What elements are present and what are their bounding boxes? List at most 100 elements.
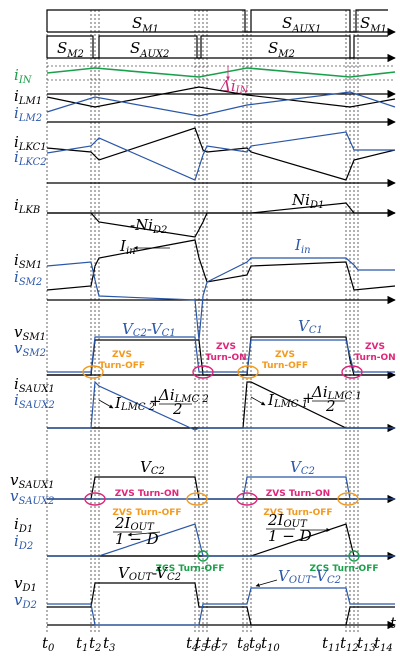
svg-text:vSAUX2: vSAUX2	[10, 487, 54, 507]
iin-row: ΔiIN iIN	[14, 65, 396, 99]
vsm2-waveform	[47, 336, 395, 373]
svg-text:+: +	[302, 389, 315, 407]
zvs-turn-on-marker-1	[192, 365, 214, 379]
id-row: 2IOUT 1 − D 2IOUT 1 − D ZCS Turn-OFF ZCS…	[14, 511, 396, 574]
svg-text:Iin: Iin	[119, 237, 136, 257]
svg-text:iSAUX2: iSAUX2	[14, 391, 55, 411]
zvs-turn-off-marker-1	[82, 365, 104, 379]
svg-text:ZVS: ZVS	[365, 342, 385, 352]
svg-text:ILMC 2: ILMC 2	[114, 394, 155, 413]
iin-waveform	[46, 67, 396, 78]
svg-text:NiD1: NiD1	[291, 191, 324, 211]
svg-text:ZVS: ZVS	[275, 350, 295, 360]
isaux-row: ILMC 2 + ΔiLMC 2 2 ILMC 1 + ΔiLMC 1 2 iS…	[14, 375, 396, 433]
svg-text:SM2: SM2	[268, 39, 295, 60]
vsm-row: VC2-VC1 VC1 vSM1 vSM2 ZVS Turn-OFF ZVS T…	[14, 317, 396, 380]
svg-text:2: 2	[172, 400, 183, 418]
gate-labels: SM1 SAUX1 SM1 SM2 SAUX2 SM2	[57, 14, 387, 60]
vd1-waveform	[47, 582, 395, 626]
ilkc1-waveform	[46, 127, 396, 181]
svg-text:SM2: SM2	[57, 39, 84, 60]
svg-text:SAUX1: SAUX1	[282, 14, 321, 35]
svg-text:t10: t10	[261, 634, 280, 654]
ilm1-waveform	[46, 86, 396, 108]
svg-text:2IOUT: 2IOUT	[114, 514, 155, 533]
zvs-turn-off-marker-3	[186, 492, 208, 506]
svg-text:t14: t14	[374, 634, 393, 654]
svg-text:t6: t6	[205, 634, 218, 654]
svg-text:vSAUX1: vSAUX1	[10, 471, 54, 491]
ism1-waveform	[46, 239, 396, 291]
svg-text:ILMC 1: ILMC 1	[267, 391, 308, 410]
svg-text:vD1: vD1	[14, 574, 37, 594]
svg-text:ZVS Turn-ON: ZVS Turn-ON	[115, 489, 179, 499]
svg-text:Turn-ON: Turn-ON	[205, 353, 246, 363]
svg-text:ZVS: ZVS	[112, 350, 132, 360]
svg-text:ZVS Turn-ON: ZVS Turn-ON	[266, 489, 330, 499]
svg-text:t13: t13	[357, 634, 376, 654]
svg-text:VOUT-VC2: VOUT-VC2	[278, 567, 341, 586]
svg-text:VC2: VC2	[140, 458, 165, 477]
svg-text:t1: t1	[76, 634, 88, 654]
zvs-turn-off-marker-2	[237, 365, 259, 379]
svg-text:iSM2: iSM2	[14, 268, 42, 288]
svg-text:t5: t5	[195, 634, 207, 654]
svg-text:t2: t2	[89, 634, 101, 654]
svg-text:VC2-VC1: VC2-VC1	[122, 320, 176, 339]
svg-text:ZVS: ZVS	[216, 342, 236, 352]
ilm2-waveform	[46, 91, 396, 117]
svg-text:ZCS Turn-OFF: ZCS Turn-OFF	[156, 564, 225, 574]
svg-text:iD2: iD2	[14, 532, 33, 552]
svg-text:iLKC1: iLKC1	[14, 133, 47, 153]
svg-text:t11: t11	[322, 634, 341, 654]
svg-text:VOUT-VC2: VOUT-VC2	[118, 564, 181, 583]
svg-text:VC2: VC2	[290, 458, 315, 477]
svg-text:iSAUX1: iSAUX1	[14, 375, 55, 395]
svg-text:+: +	[149, 392, 162, 410]
ilkc2-waveform	[46, 131, 395, 181]
svg-text:t: t	[390, 614, 397, 632]
svg-text:iLM2: iLM2	[14, 104, 42, 124]
isaux2-waveform	[47, 380, 395, 431]
svg-text:1 − D: 1 − D	[268, 527, 312, 545]
zcs-turn-off-marker-2	[348, 550, 360, 562]
zvs-turn-on-marker-2	[341, 365, 363, 379]
svg-text:2IOUT: 2IOUT	[267, 511, 308, 530]
svg-text:t8: t8	[237, 634, 249, 654]
svg-text:iLM1: iLM1	[14, 87, 42, 107]
svg-text:vSM2: vSM2	[14, 339, 46, 359]
ilkb-waveform	[47, 202, 395, 238]
svg-text:1 − D: 1 − D	[115, 530, 159, 548]
svg-text:t0: t0	[42, 634, 55, 654]
svg-text:2: 2	[325, 397, 336, 415]
svg-text:ΔiLMC 1: ΔiLMC 1	[311, 383, 362, 402]
svg-text:iSM1: iSM1	[14, 251, 42, 271]
zvs-turn-on-marker-4	[236, 492, 258, 506]
svg-text:VC1: VC1	[298, 317, 323, 336]
svg-text:SM1: SM1	[360, 14, 387, 35]
ilkc-row: iLKC1 iLKC2	[14, 127, 396, 188]
svg-text:Turn-OFF: Turn-OFF	[99, 361, 145, 371]
svg-text:t7: t7	[215, 634, 228, 654]
svg-text:Iin: Iin	[294, 236, 311, 256]
svg-text:ZVS Turn-OFF: ZVS Turn-OFF	[112, 508, 181, 518]
svg-text:Turn-ON: Turn-ON	[354, 353, 395, 363]
svg-text:-NiD2: -NiD2	[130, 216, 167, 236]
svg-text:ΔiLMC 2: ΔiLMC 2	[158, 386, 209, 405]
ilm-row: iLM1 iLM2	[14, 86, 396, 127]
svg-text:t4: t4	[186, 634, 198, 654]
gate-signals	[46, 9, 396, 63]
svg-text:ZCS Turn-OFF: ZCS Turn-OFF	[310, 564, 379, 574]
time-axis-labels: t0 t1 t2 t3 t4 t5 t6 t7 t8 t9 t10 t11 t1…	[42, 614, 397, 654]
ilkb-row: NiD1 -NiD2 iLKB	[14, 191, 396, 238]
svg-text:SAUX2: SAUX2	[130, 39, 169, 60]
svg-text:iLKC2: iLKC2	[14, 148, 47, 168]
zvs-turn-off-marker-4	[337, 492, 359, 506]
svg-text:t12: t12	[340, 634, 359, 654]
svg-text:vSM1: vSM1	[14, 323, 46, 343]
svg-text:ZVS Turn-OFF: ZVS Turn-OFF	[263, 508, 332, 518]
ism2-waveform	[46, 257, 395, 341]
zcs-turn-off-marker-1	[197, 550, 209, 562]
vd2-waveform	[47, 587, 395, 626]
